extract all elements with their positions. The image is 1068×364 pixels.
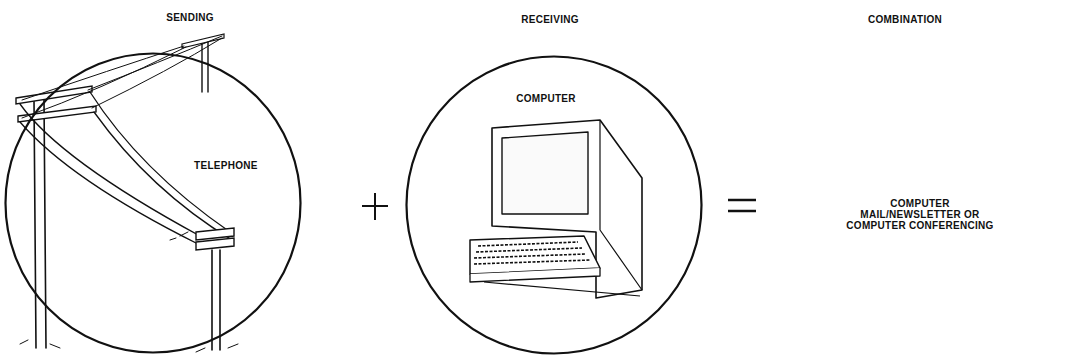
wire bbox=[22, 36, 222, 118]
equals-bar bbox=[728, 199, 756, 202]
equals-sign bbox=[728, 200, 756, 211]
result-text: COMPUTER MAIL/NEWSLETTER OR COMPUTER CON… bbox=[841, 198, 999, 231]
screen bbox=[502, 132, 588, 214]
computer-terminal bbox=[470, 120, 642, 298]
plus-bar bbox=[374, 193, 376, 220]
part-label: COMPUTER bbox=[516, 93, 576, 105]
column-heading: COMBINATION bbox=[868, 14, 942, 26]
case-side bbox=[600, 120, 642, 290]
telephone-poles bbox=[16, 34, 238, 352]
base bbox=[484, 282, 640, 296]
crossbar bbox=[196, 238, 234, 250]
keyboard bbox=[470, 236, 600, 274]
equals-bar bbox=[728, 210, 756, 213]
column-heading: RECEIVING bbox=[521, 14, 579, 26]
plus-sign bbox=[362, 193, 388, 220]
keys bbox=[474, 242, 590, 264]
part-label: TELEPHONE bbox=[194, 160, 258, 172]
pole bbox=[212, 250, 220, 350]
circle-frame: SENDINGTELEPHONE bbox=[4, 52, 302, 354]
near-pole bbox=[34, 100, 46, 348]
circle-outline bbox=[6, 54, 301, 353]
circle-frame: RECEIVINGCOMPUTER bbox=[405, 55, 703, 355]
keyboard-front bbox=[470, 268, 600, 282]
circle-outline bbox=[4, 52, 302, 354]
ground bbox=[20, 232, 238, 352]
column-heading: SENDING bbox=[166, 12, 214, 24]
circle-outline bbox=[407, 57, 702, 354]
